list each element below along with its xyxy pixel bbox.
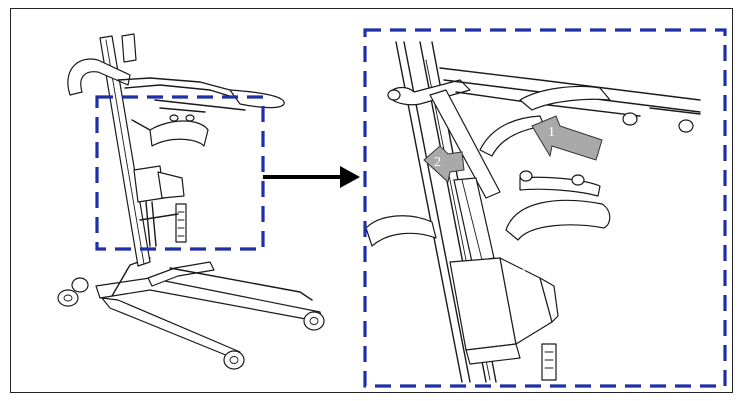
detail-upper-bars (387, 67, 701, 133)
caster-wheel (57, 289, 79, 307)
caster-wheel (303, 311, 325, 331)
detail-foot-bracket (541, 343, 557, 381)
detail-motor: LINAK LA34 (449, 257, 559, 365)
zoom-detail-frame (363, 28, 727, 388)
detail-side-handle (365, 215, 437, 247)
zoom-region-marker (95, 95, 265, 251)
actuator-motor (133, 165, 185, 247)
zoomed-detail: LINAK LA34 1 2 (365, 41, 701, 383)
patient-lift-overview (57, 33, 325, 370)
knee-support (131, 99, 246, 147)
lift-handle (67, 58, 285, 109)
callout-number-2: 2 (434, 155, 441, 170)
foot-bracket (139, 203, 187, 243)
detail-knee-support (505, 170, 611, 241)
callout-arrow-1: 1 (531, 115, 603, 161)
caster-wheel (71, 277, 89, 293)
callout-arrow-2: 2 (423, 145, 465, 183)
zoom-arrow (263, 166, 360, 188)
lift-base (95, 257, 323, 361)
motor-model-label: LA34 (510, 268, 533, 308)
caster-wheel (223, 350, 245, 370)
callout-number-1: 1 (548, 125, 555, 140)
